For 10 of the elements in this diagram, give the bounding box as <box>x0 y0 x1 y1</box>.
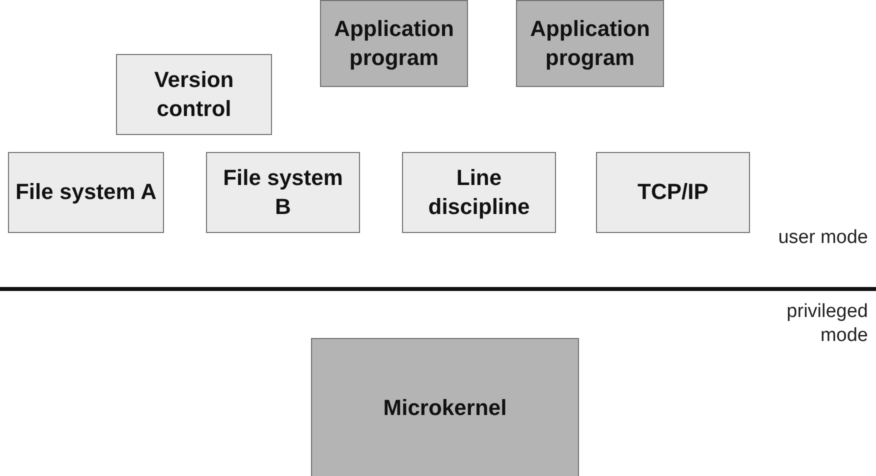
server-box: File system A <box>8 152 164 233</box>
mode-label: user mode <box>777 226 868 250</box>
mode-label: privileged mode <box>786 300 868 348</box>
server-box: Line discipline <box>402 152 556 233</box>
server-box: Version control <box>116 54 272 135</box>
server-box: File system B <box>206 152 360 233</box>
application-box: Application program <box>516 0 664 87</box>
kernel-box: Microkernel <box>311 338 579 476</box>
application-box: Application program <box>320 0 468 87</box>
server-box: TCP/IP <box>596 152 750 233</box>
